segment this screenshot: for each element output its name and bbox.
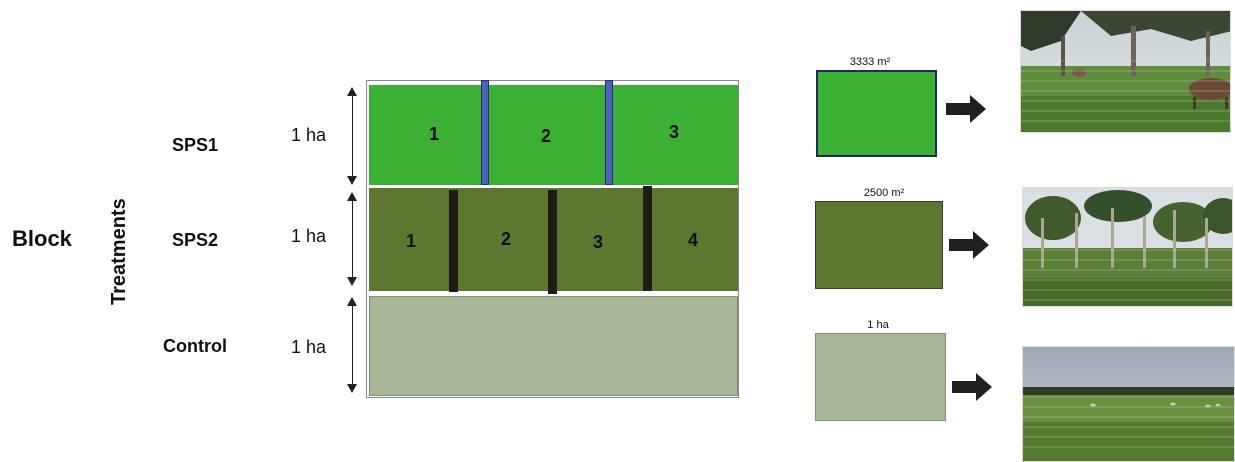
subplot-number: 3 <box>669 122 680 142</box>
area-label-sps2: 1 ha <box>291 226 327 246</box>
row-label-sps2: SPS2 <box>172 230 219 250</box>
scale-box-control <box>815 333 946 421</box>
tree-row-divider <box>481 80 489 185</box>
subplot-number: 4 <box>688 230 699 250</box>
scale-caption-sps1: 3333 m² <box>849 56 891 68</box>
photo-sps1-pasture <box>1020 10 1231 133</box>
right-arrow-icon <box>949 231 989 259</box>
photo-control-pasture <box>1022 346 1235 462</box>
right-arrow-icon <box>952 373 992 401</box>
plot-sps1 <box>369 85 738 185</box>
row-label-sps1: SPS1 <box>172 135 219 155</box>
subplot-number: 2 <box>541 126 552 146</box>
tree-row-divider <box>449 190 458 292</box>
right-arrow-icon <box>946 95 986 123</box>
tree-row-divider <box>643 186 652 291</box>
area-label-control: 1 ha <box>291 337 327 357</box>
scale-caption-sps2: 2500 m² <box>863 187 905 199</box>
photo-sps2-pasture <box>1022 187 1233 307</box>
scale-box-sps1 <box>816 70 937 157</box>
subplot-number: 1 <box>406 231 417 251</box>
block-label: Block <box>12 226 72 251</box>
area-label-sps1: 1 ha <box>291 125 327 145</box>
scale-box-sps2 <box>815 201 943 289</box>
tree-row-divider <box>605 80 613 185</box>
subplot-number: 3 <box>593 232 604 252</box>
subplot-number: 2 <box>501 229 512 249</box>
plot-control <box>369 296 738 396</box>
row-label-control: Control <box>163 336 227 356</box>
scale-caption-control: 1 ha <box>867 319 889 331</box>
tree-row-divider <box>548 190 557 294</box>
treatments-label: Treatments <box>108 198 130 305</box>
subplot-number: 1 <box>429 124 440 144</box>
